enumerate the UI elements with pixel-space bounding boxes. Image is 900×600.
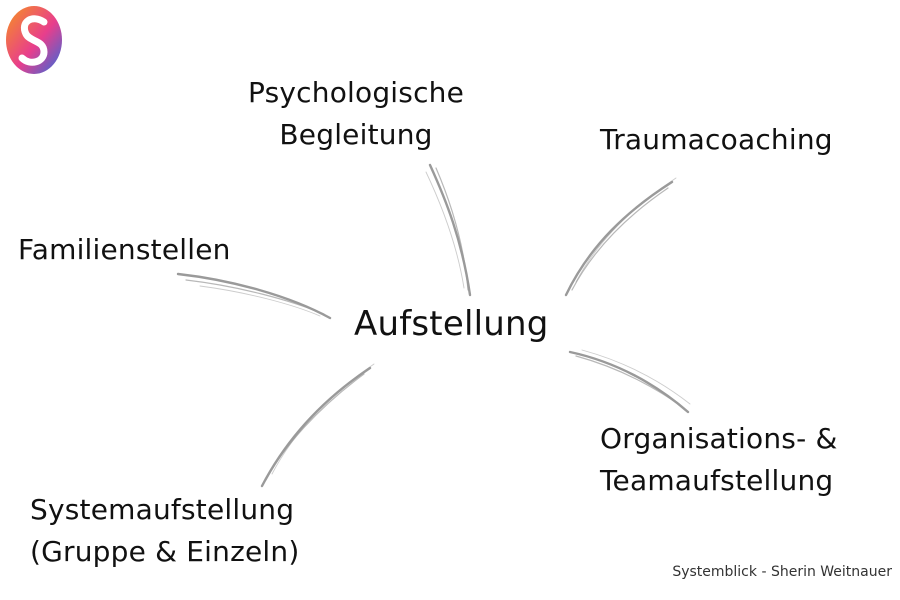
node-organisation-line-2: Teamaufstellung	[600, 464, 834, 497]
node-system-line-2: (Gruppe & Einzeln)	[30, 535, 300, 568]
connector-familie	[176, 272, 332, 320]
node-psych-line-2: Begleitung	[279, 118, 433, 151]
connector-organisation	[568, 349, 691, 414]
credit-text: Systemblick - Sherin Weitnauer	[672, 564, 892, 580]
node-traumacoaching: Traumacoaching	[600, 119, 833, 161]
node-psych-line-1: Psychologische	[248, 76, 465, 109]
node-aufstellung: Aufstellung	[354, 302, 549, 346]
node-organisation-line-1: Organisations- &	[600, 422, 838, 455]
node-system-line-1: Systemaufstellung	[30, 493, 295, 526]
node-organisations-teamaufstellung: Organisations- & Teamaufstellung	[600, 418, 838, 502]
node-familie-line-1: Familienstellen	[18, 233, 231, 266]
node-familienstellen: Familienstellen	[18, 229, 231, 271]
node-trauma-line-1: Traumacoaching	[600, 123, 833, 156]
node-psychologische-begleitung: Psychologische Begleitung	[248, 72, 464, 156]
connector-psych	[425, 163, 472, 297]
connector-trauma	[564, 177, 677, 297]
node-aufstellung-label: Aufstellung	[354, 304, 549, 344]
connector-system	[260, 363, 375, 488]
node-systemaufstellung: Systemaufstellung (Gruppe & Einzeln)	[30, 489, 299, 573]
brand-logo-icon	[6, 6, 62, 74]
